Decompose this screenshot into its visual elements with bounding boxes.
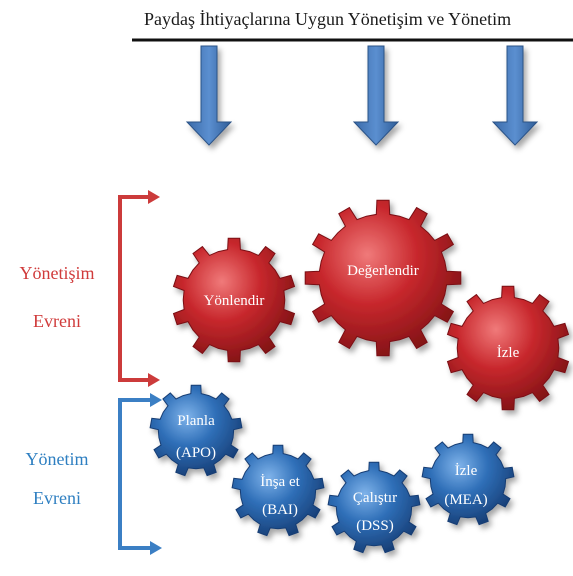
- gear-calistir: Çalıştır (DSS): [327, 461, 421, 554]
- down-arrow-middle: [352, 45, 400, 146]
- governance-label-line2: Evreni: [33, 311, 81, 331]
- gear-calistir-line2: (DSS): [356, 518, 394, 534]
- diagram-title: Paydaş İhtiyaçlarına Uygun Yönetişim ve …: [144, 9, 511, 29]
- gear-izle-management-line1: İzle: [455, 463, 478, 479]
- gear-yonlendir-shape: [172, 237, 296, 363]
- gear-planla-shape: [149, 384, 243, 477]
- gear-izle-management-line2: (MEA): [444, 492, 487, 508]
- management-label-line2: Evreni: [33, 488, 81, 508]
- governance-label-line1: Yönetişim: [20, 263, 95, 283]
- gear-izle-management-shape: [421, 433, 515, 526]
- gear-izle-governance-shape: [446, 285, 570, 411]
- gear-planla: Planla (APO): [149, 384, 243, 477]
- gear-calistir-line1: Çalıştır: [353, 490, 397, 506]
- gear-planla-line2: (APO): [176, 445, 216, 461]
- gear-izle-management: İzle (MEA): [421, 433, 515, 526]
- gear-izle-governance-label: İzle: [497, 345, 520, 361]
- gear-insa-line2: (BAI): [262, 502, 298, 518]
- gear-yonlendir: Yönlendir: [172, 237, 296, 363]
- management-label-line1: Yönetim: [26, 449, 89, 469]
- gear-degerlendir-label: Değerlendir: [347, 263, 419, 279]
- gear-degerlendir: Değerlendir: [304, 199, 462, 357]
- down-arrow-left: [185, 45, 233, 146]
- gear-insa: İnşa et (BAI): [231, 444, 325, 537]
- gear-degerlendir-shape: [304, 199, 462, 357]
- down-arrow-right: [491, 45, 539, 146]
- gear-calistir-shape: [327, 461, 421, 554]
- gear-izle-governance: İzle: [446, 285, 570, 411]
- gear-insa-line1: İnşa et: [260, 474, 300, 490]
- governance-bracket: [118, 190, 160, 387]
- gear-yonlendir-label: Yönlendir: [204, 293, 265, 309]
- management-bracket: [118, 393, 162, 555]
- gear-insa-shape: [231, 444, 325, 537]
- gear-planla-line1: Planla: [177, 413, 215, 429]
